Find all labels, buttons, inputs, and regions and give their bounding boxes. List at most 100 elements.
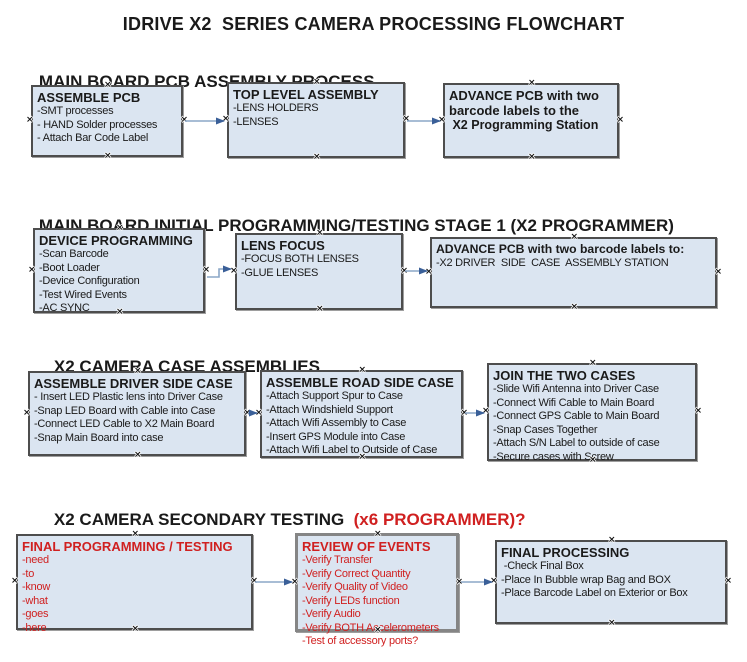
- box-line: -Slide Wifi Antenna into Driver Case: [493, 383, 659, 395]
- box-title: ASSEMBLE DRIVER SIDE CASE: [34, 376, 233, 391]
- flow-box-review-of-events: REVIEW OF EVENTS -Verify Transfer-Verify…: [291, 530, 463, 648]
- box-title: FINAL PROCESSING: [501, 545, 630, 560]
- connector-handle-icon: ×: [438, 114, 446, 125]
- box-title: ASSEMBLE ROAD SIDE CASE: [266, 375, 454, 390]
- box-line: -Verify Audio: [302, 608, 361, 620]
- box-title: ADVANCE PCB with two barcode labels to t…: [449, 88, 603, 118]
- connector-handle-icon: ×: [714, 266, 722, 277]
- flow-box-assemble-road-side-case: ASSEMBLE ROAD SIDE CASE -Attach Support …: [255, 366, 468, 462]
- flow-box-assemble-pcb: ASSEMBLE PCB -SMT processes- HAND Solder…: [26, 81, 188, 161]
- connector-handle-icon: ×: [528, 78, 536, 88]
- box-line: -Verify Transfer: [302, 554, 373, 566]
- section-heading-text: X2 CAMERA SECONDARY TESTING: [53, 510, 345, 529]
- flow-box-top-level-assembly: TOP LEVEL ASSEMBLY -LENS HOLDERS-LENSES×…: [222, 78, 410, 162]
- connector-handle-icon: ×: [724, 576, 732, 586]
- box-line: -Connect LED Cable to X2 Main Board: [34, 418, 215, 430]
- box-line: X2 Programming Station: [449, 118, 599, 132]
- box-line: -Place In Bubble wrap Bag and BOX: [501, 573, 671, 586]
- connector-handle-icon: ×: [490, 576, 498, 586]
- flow-box-device-programming: DEVICE PROGRAMMING -Scan Barcode-Boot Lo…: [28, 224, 210, 317]
- flow-box-lens-focus: LENS FOCUS -FOCUS BOTH LENSES-GLUE LENSE…: [230, 229, 408, 314]
- connector-handle-icon: ×: [608, 535, 616, 545]
- box-line: -Connect GPS Cable to Main Board: [493, 410, 660, 422]
- box-line: -Device Configuration: [39, 275, 140, 287]
- box-line: -Test Wired Events: [39, 288, 127, 301]
- box-line: -Verify LEDs function: [302, 594, 400, 607]
- section-heading-red-text: (x6 PROGRAMMER)?: [344, 510, 526, 529]
- box-line: -FOCUS BOTH LENSES: [241, 253, 359, 265]
- connector-handle-icon: ×: [402, 114, 410, 124]
- box-line: -Boot Loader: [39, 261, 100, 274]
- connector-handle-icon: ×: [222, 114, 230, 124]
- box-title: JOIN THE TWO CASES: [493, 368, 636, 383]
- section-heading-secondary-testing: X2 CAMERA SECONDARY TESTING (x6 PROGRAMM…: [35, 490, 526, 550]
- connector-handle-icon: ×: [23, 407, 31, 418]
- box-title: REVIEW OF EVENTS: [302, 539, 431, 554]
- box-line: -Snap Cases Together: [493, 423, 598, 436]
- connector-handle-icon: ×: [608, 618, 616, 628]
- box-line: - Attach Bar Code Label: [37, 132, 149, 144]
- flow-box-assemble-driver-side-case: ASSEMBLE DRIVER SIDE CASE - Insert LED P…: [23, 367, 251, 460]
- box-line: -Attach Wifi Label to Outside of Case: [266, 444, 438, 456]
- connector-handle-icon: ×: [28, 264, 36, 275]
- box-line: -Attach Support Spur to Case: [266, 390, 403, 402]
- connector-handle-icon: ×: [230, 265, 238, 276]
- box-title: LENS FOCUS: [241, 238, 325, 253]
- connector-handle-icon: ×: [482, 406, 490, 416]
- box-title: FINAL PROGRAMMING / TESTING: [22, 539, 233, 554]
- connector-handle-icon: ×: [616, 114, 624, 125]
- box-line: -Attach Windshield Support: [266, 403, 393, 416]
- connector-handle-icon: ×: [694, 406, 702, 416]
- box-line: -Attach S/N Label to outside of case: [493, 437, 660, 449]
- box-line: -Scan Barcode: [39, 248, 109, 260]
- box-title: TOP LEVEL ASSEMBLY: [233, 87, 379, 102]
- connector-handle-icon: ×: [202, 264, 210, 275]
- box-line: -Place Barcode Label on Exterior or Box: [501, 587, 688, 599]
- box-line: - Insert LED Plastic lens into Driver Ca…: [34, 391, 223, 403]
- box-line: -here: [22, 621, 47, 634]
- connector-handle-icon: ×: [460, 408, 468, 418]
- connector-handle-icon: ×: [134, 450, 142, 460]
- box-line: -Verify Correct Quantity: [302, 567, 411, 580]
- box-line: -LENSES: [233, 115, 279, 128]
- box-line: - HAND Solder processes: [37, 118, 158, 131]
- connector-handle-icon: ×: [11, 576, 19, 586]
- connector-handle-icon: ×: [291, 576, 299, 587]
- box-line: -Test of accessory ports?: [302, 635, 419, 647]
- box-line: -Snap Main Board into case: [34, 431, 164, 444]
- page-title: IDRIVE X2 SERIES CAMERA PROCESSING FLOWC…: [122, 14, 625, 34]
- box-line: -Connect Wifi Cable to Main Board: [493, 396, 655, 409]
- box-line: -SMT processes: [37, 105, 114, 117]
- connector-handle-icon: ×: [400, 265, 408, 276]
- box-line: -Secure cases with Screw: [493, 450, 614, 463]
- box-line: -Check Final Box: [501, 560, 584, 572]
- flow-box-final-programming-testing: FINAL PROGRAMMING / TESTING -need-to-kno…: [11, 530, 258, 634]
- box-title: ADVANCE PCB with two barcode labels to:: [436, 242, 685, 256]
- box-line: -Verify Quality of Video: [302, 581, 408, 593]
- flow-box-advance-pcb-driver-side: ADVANCE PCB with two barcode labels to: …: [425, 233, 722, 312]
- connector-handle-icon: ×: [180, 115, 188, 125]
- connector-handle-icon: ×: [243, 407, 251, 418]
- box-line: -Insert GPS Module into Case: [266, 430, 406, 443]
- flow-box-join-the-two-cases: JOIN THE TWO CASES -Slide Wifi Antenna i…: [482, 359, 702, 465]
- box-line: -what: [22, 594, 48, 607]
- connector-handle-icon: ×: [425, 266, 433, 277]
- connector-handle-icon: ×: [316, 304, 324, 314]
- box-line: -goes: [22, 608, 49, 620]
- flow-box-final-processing: FINAL PROCESSING -Check Final Box-Place …: [490, 536, 732, 628]
- connector-handle-icon: ×: [455, 576, 463, 587]
- connector-handle-icon: ×: [589, 358, 597, 368]
- box-line: -Snap LED Board with Cable into Case: [34, 404, 216, 417]
- connector-handle-icon: ×: [26, 115, 34, 125]
- box-title: ASSEMBLE PCB: [37, 90, 141, 105]
- box-line: -Verify BOTH Accelerometers: [302, 621, 439, 634]
- flow-arrow: [207, 265, 232, 278]
- box-title: DEVICE PROGRAMMING: [39, 233, 193, 248]
- connector-handle-icon: ×: [104, 151, 112, 161]
- box-line: -LENS HOLDERS: [233, 102, 319, 114]
- flow-box-advance-pcb-programming-station: ADVANCE PCB with two barcode labels to t…: [438, 79, 624, 162]
- box-line: -to: [22, 567, 35, 580]
- box-line: -Attach Wifi Assembly to Case: [266, 417, 407, 429]
- connector-handle-icon: ×: [255, 408, 263, 418]
